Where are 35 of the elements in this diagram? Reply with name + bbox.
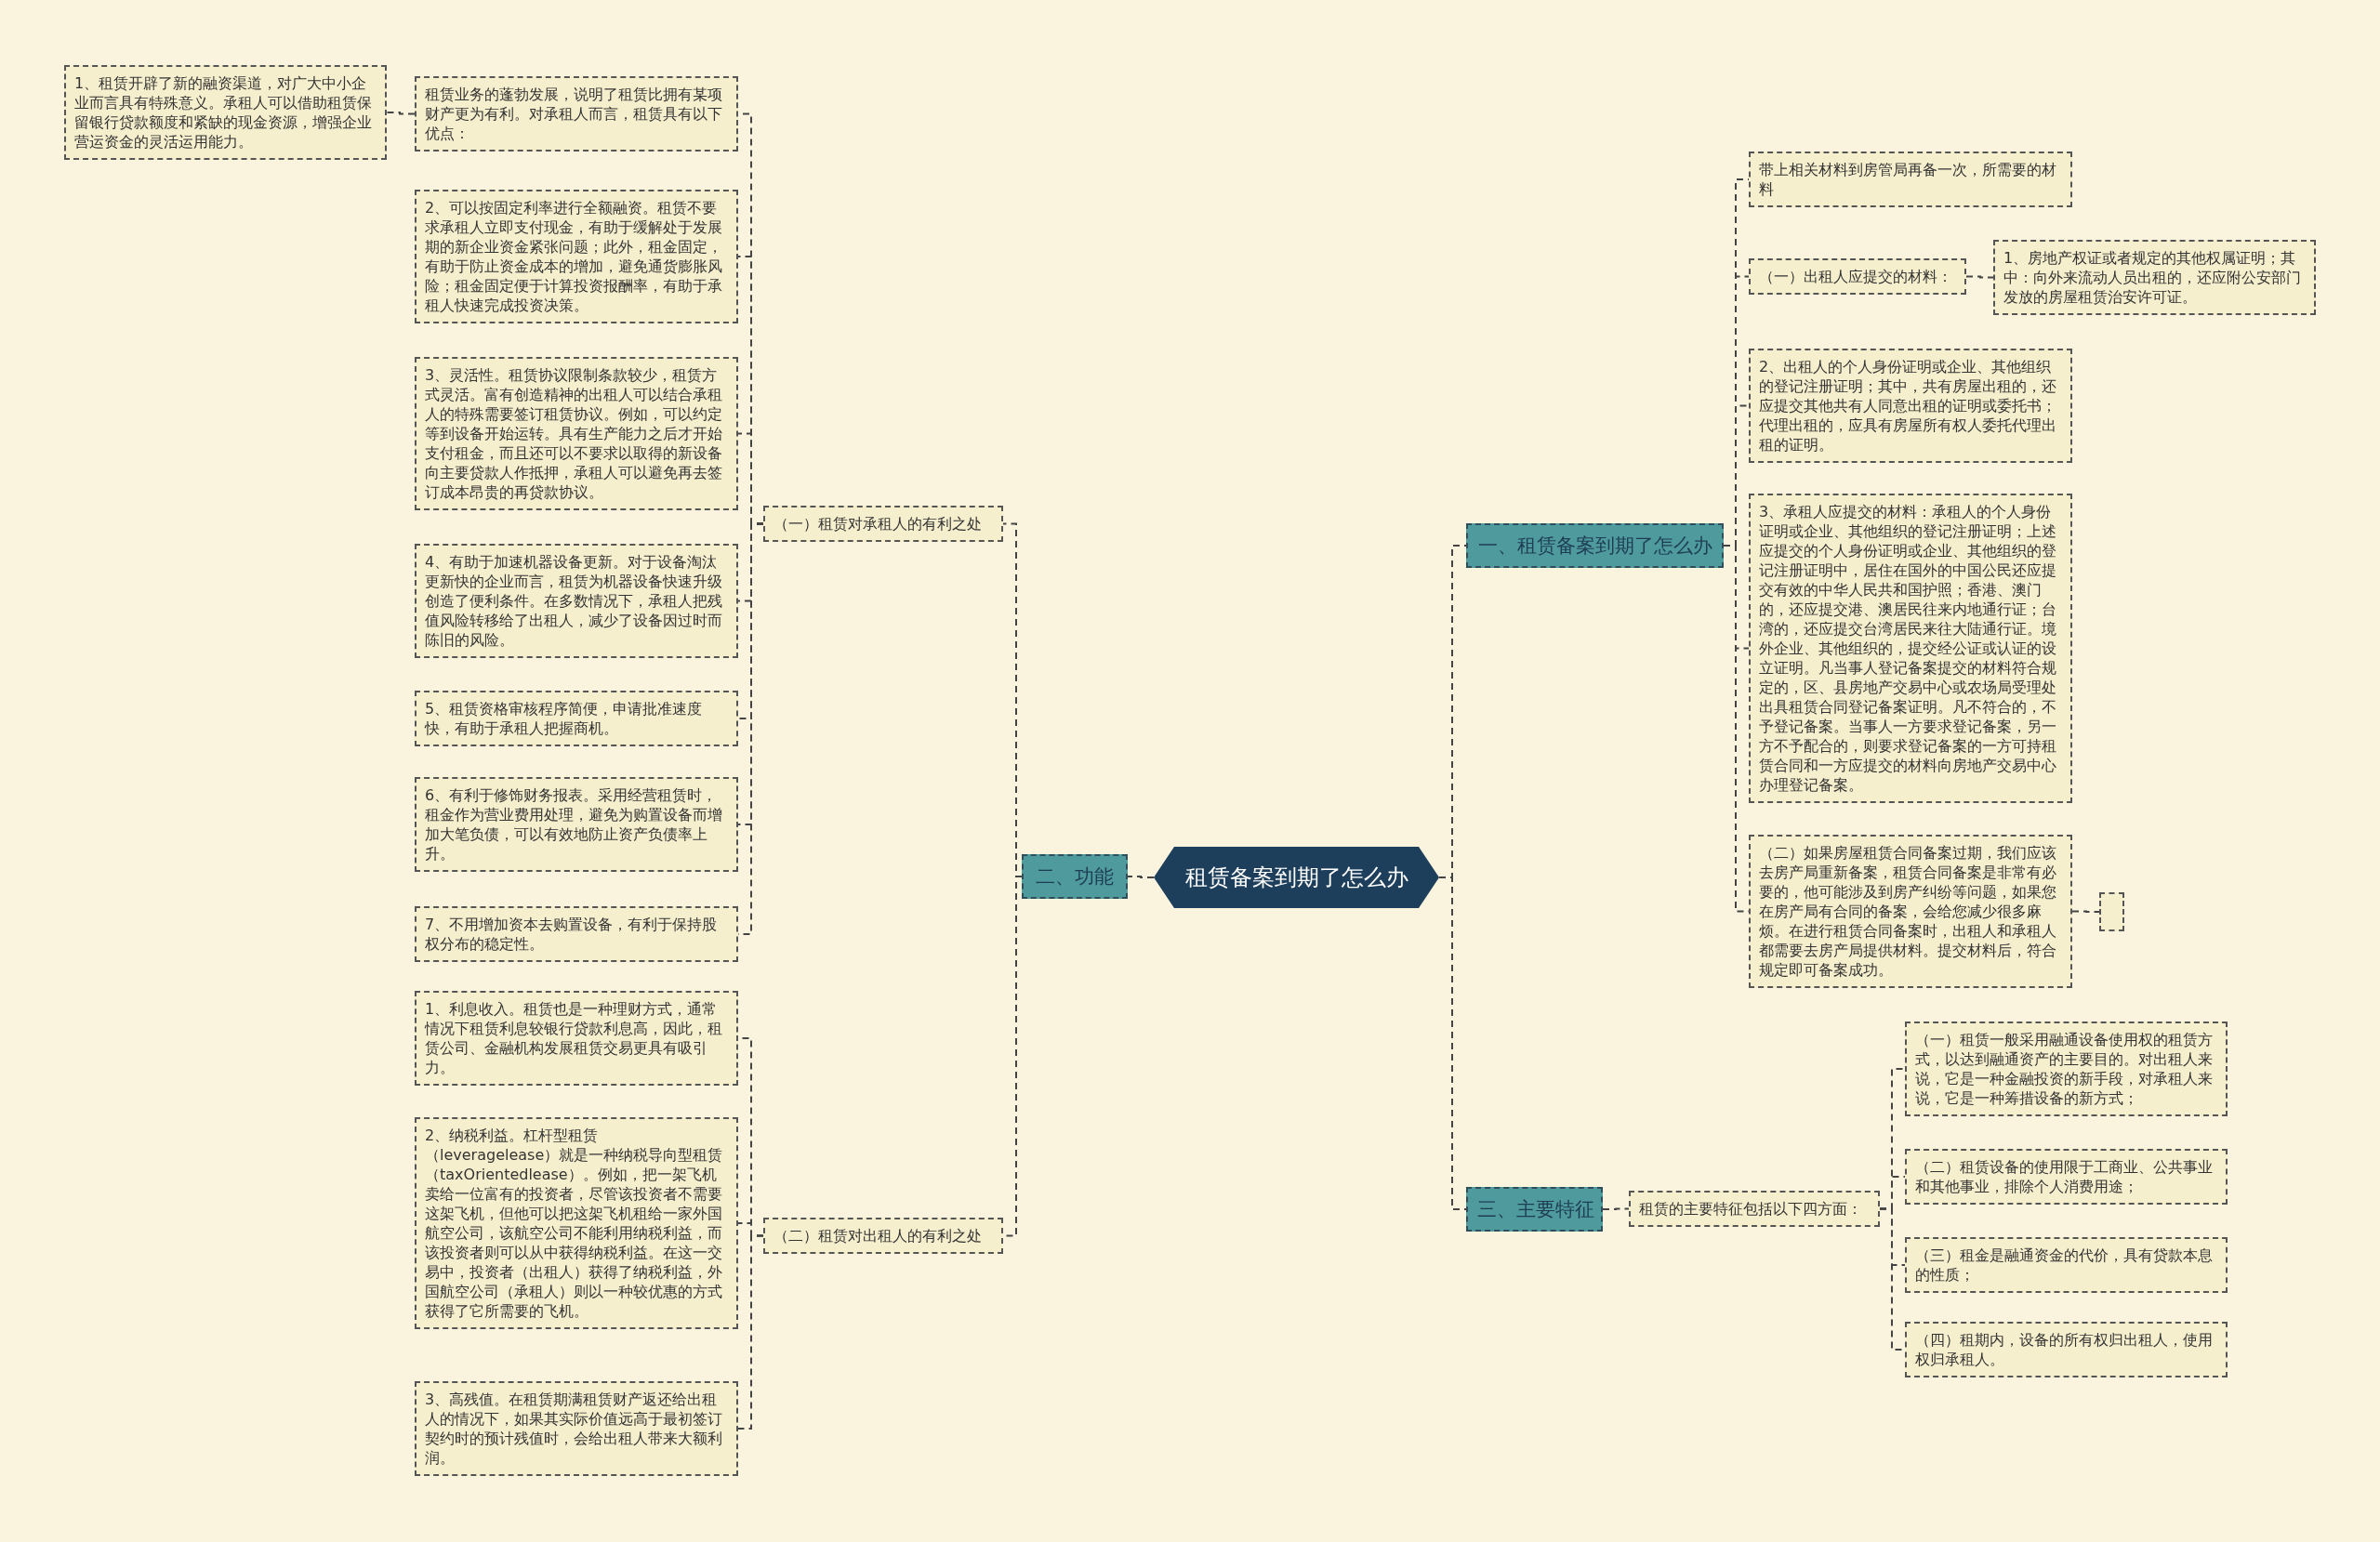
topic-box: 7、不用增加资本去购置设备，有利于保持股权分布的稳定性。 [415,906,738,962]
branch-topic: 一、租赁备案到期了怎么办 [1466,523,1724,568]
topic-box: （一）租赁对承租人的有利之处 [763,506,1003,542]
topic-box: 4、有助于加速机器设备更新。对于设备淘汰更新快的企业而言，租赁为机器设备快速升级创造了便利条件。在多数情况下，承租人把残值风险转移给了出租人，减少了设备因过时而陈旧的风险。 [415,544,738,658]
empty-box [2099,892,2124,931]
connector-line [2071,910,2100,913]
branch-topic: 三、主要特征 [1466,1187,1603,1232]
topic-box: 1、房地产权证或者规定的其他权属证明；其中：向外来流动人员出租的，还应附公安部门发放的房屋租赁治安许可证。 [1993,240,2316,315]
central-topic: 租赁备案到期了怎么办 [1154,847,1439,908]
topic-box: 2、纳税利益。杠杆型租赁（leveragelease）就是一种纳税导向型租赁（taxOrientedlease）。例如，把一架飞机卖给一位富有的投资者，尽管该投资者不需要这架飞机，但他可以把这架飞机租给一家外国航空公司，该航空公司不能利用纳税利益，而该投资者则可以从中获得纳税利益。在这一交易中，投资者（出租人）获得了纳税利益，外国航空公司（承租人）则以一种较优惠的方式获得了它所需要的飞机。 [415,1117,738,1329]
connector-line [1602,1207,1630,1210]
connector-line [1127,876,1155,878]
topic-box: 1、租赁开辟了新的融资渠道，对广大中小企业而言具有特殊意义。承租人可以借助租赁保留银行贷款额度和紧缺的现金资源，增强企业营运资金的灵活运用能力。 [64,65,387,160]
topic-box: （四）租期内，设备的所有权归出租人，使用权归承租人。 [1905,1322,2228,1377]
topic-box: 3、高残值。在租赁期满租赁财产返还给出租人的情况下，如果其实际价值远高于最初签订契约时的预计残值时，会给出租人带来大额利润。 [415,1381,738,1476]
topic-box: 6、有利于修饰财务报表。采用经营租赁时，租金作为营业费用处理，避免为购置设备而增加大笔负债，可以有效地防止资产负债率上升。 [415,777,738,872]
topic-box: 5、租赁资格审核程序简便，申请批准速度快，有助于承租人把握商机。 [415,691,738,746]
topic-box: （三）租金是融通资金的代价，具有贷款本息的性质； [1905,1237,2228,1293]
topic-box: 2、出租人的个人身份证明或企业、其他组织的登记注册证明；其中，共有房屋出租的，还应提交其他共有人同意出租的证明或委托书；代理出租的，应具有房屋所有权人委托代理出租的证明。 [1749,349,2072,463]
topic-box: 1、利息收入。租赁也是一种理财方式，通常情况下租赁利息较银行贷款利息高，因此，租赁公司、金融机构发展租赁交易更具有吸引力。 [415,991,738,1086]
topic-box: 2、可以按固定利率进行全额融资。租赁不要求承租人立即支付现金，有助于缓解处于发展期的新企业资金紧张问题；此外，租金固定，有助于防止资金成本的增加，避免通货膨胀风险；租金固定便于计算投资报酬率，有助于承租人快速完成投资决策。 [415,190,738,323]
topic-box: 租赁业务的蓬勃发展，说明了租赁比拥有某项财产更为有利。对承租人而言，租赁具有以下优点： [415,76,738,152]
topic-box: 带上相关材料到房管局再备一次，所需要的材料 [1749,152,2072,207]
topic-box: （二）租赁对出租人的有利之处 [763,1218,1003,1254]
connector-line [1965,275,1994,279]
connector-line [386,112,416,115]
connector-line [737,1234,764,1430]
topic-box: 3、灵活性。租赁协议限制条款较少，租赁方式灵活。富有创造精神的出租人可以结合承租人的特殊需要签订租赁协议。例如，可以约定等到设备开始运转。具有生产能力之后才开始支付租金，而且还可以不要求以取得的新设备向主要贷款人作抵押，承租人可以避免再去签订成本昂贵的再贷款协议。 [415,357,738,510]
topic-box: 租赁的主要特征包括以下四方面： [1629,1191,1880,1227]
topic-box: 3、承租人应提交的材料：承租人的个人身份证明或企业、其他组织的登记注册证明；上述应提交的个人身份证明或企业、其他组织的登记注册证明中，居住在国外的中国公民还应提交有效的中华人民共和国护照；香港、澳门的，还应提交港、澳居民往来内地通行证；台湾的，还应提交台湾居民来往大陆通行证。境外企业、其他组织的，提交经公证或认证的设立证明。凡当事人登记备案提交的材料符合规定的，区、县房地产交易中心或农场局受理处出具租赁合同登记备案证明。凡不符合的，不予登记备案。当事人一方要求登记备案，另一方不予配合的，则要求登记备案的一方可持租赁合同和一方应提交的材料向房地产交易中心办理登记备案。 [1749,494,2072,803]
topic-box: （一）租赁一般采用融通设备使用权的租赁方式，以达到融通资产的主要目的。对出租人来说，它是一种金融投资的新手段，对承租人来说，它是一种筹措设备的新方式； [1905,1021,2228,1116]
branch-topic: 二、功能 [1022,854,1128,899]
topic-box: （二）如果房屋租赁合同备案过期，我们应该去房产局重新备案，租赁合同备案是非常有必要的，他可能涉及到房产纠纷等问题，如果您在房产局有合同的备案，会给您减少很多麻烦。在进行租赁合同备案时，出租人和承租人都需要去房产局提供材料。提交材料后，符合规定即可备案成功。 [1749,835,2072,988]
topic-box: （二）租赁设备的使用限于工商业、公共事业和其他事业，排除个人消费用途； [1905,1149,2228,1205]
topic-box: （一）出租人应提交的材料： [1749,258,1966,295]
